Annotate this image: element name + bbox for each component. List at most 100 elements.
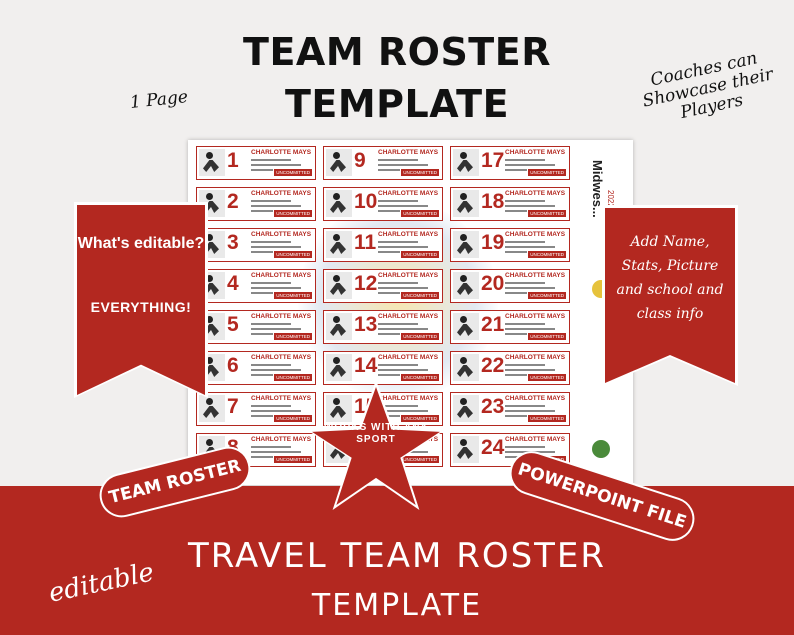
detail-line: [251, 405, 291, 407]
left-ribbon: What's editable? EVERYTHING!: [77, 205, 205, 395]
detail-line: [505, 205, 555, 207]
detail-line: [378, 405, 418, 407]
detail-line: [378, 364, 418, 366]
detail-line: [505, 200, 545, 202]
detail-line: [378, 323, 418, 325]
player-photo-icon: [453, 436, 479, 463]
footer-title-line-1: TRAVEL TEAM ROSTER: [187, 536, 607, 576]
player-name: CHARLOTTE MAYS: [378, 190, 439, 197]
detail-line: [251, 456, 273, 458]
player-name: CHARLOTTE MAYS: [251, 231, 312, 238]
player-number: 6: [227, 354, 239, 377]
commit-status-badge: UNCOMMITTED: [528, 292, 566, 299]
detail-line: [251, 333, 273, 335]
player-photo-icon: [453, 395, 479, 422]
detail-line: [505, 405, 545, 407]
detail-line: [251, 251, 273, 253]
player-name: CHARLOTTE MAYS: [378, 272, 439, 279]
commit-status-badge: UNCOMMITTED: [401, 210, 439, 217]
player-number: 3: [227, 231, 239, 254]
detail-line: [251, 292, 273, 294]
commit-status-badge: UNCOMMITTED: [528, 415, 566, 422]
player-name: CHARLOTTE MAYS: [378, 231, 439, 238]
player-name: CHARLOTTE MAYS: [251, 313, 312, 320]
player-name: CHARLOTTE MAYS: [378, 354, 439, 361]
detail-line: [251, 282, 291, 284]
detail-line: [505, 210, 527, 212]
player-photo-icon: [453, 190, 479, 217]
commit-status-badge: UNCOMMITTED: [274, 456, 312, 463]
detail-line: [505, 169, 527, 171]
player-photo-icon: [326, 395, 352, 422]
footer-title-line-2: TEMPLATE: [311, 588, 483, 623]
everything-text: EVERYTHING!: [90, 299, 192, 315]
player-photo-icon: [326, 190, 352, 217]
detail-line: [251, 246, 301, 248]
detail-line: [378, 164, 428, 166]
right-ribbon: Add Name, Stats, Picture and school and …: [605, 208, 735, 383]
player-name: CHARLOTTE MAYS: [505, 190, 566, 197]
detail-line: [251, 328, 301, 330]
player-name: CHARLOTTE MAYS: [505, 313, 566, 320]
commit-status-badge: UNCOMMITTED: [401, 251, 439, 258]
detail-line: [505, 328, 555, 330]
star-badge: WORKS WITH ANY SPORT: [306, 380, 446, 510]
detail-line: [378, 369, 428, 371]
detail-line: [251, 369, 301, 371]
detail-line: [378, 282, 418, 284]
commit-status-badge: UNCOMMITTED: [274, 374, 312, 381]
detail-line: [505, 246, 555, 248]
detail-line: [505, 364, 545, 366]
player-number: 23: [481, 395, 505, 418]
player-photo-icon: [453, 231, 479, 258]
player-name: CHARLOTTE MAYS: [251, 272, 312, 279]
sponsor-logo-icon: [592, 440, 610, 458]
detail-line: [378, 415, 400, 417]
add-info-text: Add Name, Stats, Picture and school and …: [616, 234, 724, 322]
detail-line: [505, 287, 555, 289]
commit-status-badge: UNCOMMITTED: [274, 169, 312, 176]
detail-line: [378, 287, 428, 289]
detail-line: [378, 241, 418, 243]
whats-editable-text: What's editable?: [77, 235, 205, 252]
detail-line: [378, 374, 400, 376]
detail-line: [505, 282, 545, 284]
player-name: CHARLOTTE MAYS: [251, 149, 312, 156]
star-badge-text: WORKS WITH ANY SPORT: [323, 422, 429, 445]
detail-line: [505, 159, 545, 161]
team-name: Midwes...: [590, 160, 605, 218]
detail-line: [378, 169, 400, 171]
roster-year: 2022: [606, 190, 615, 208]
commit-status-badge: UNCOMMITTED: [528, 251, 566, 258]
player-number: 10: [354, 190, 378, 213]
detail-line: [505, 323, 545, 325]
player-number: 2: [227, 190, 239, 213]
detail-line: [251, 169, 273, 171]
commit-status-badge: UNCOMMITTED: [401, 333, 439, 340]
detail-line: [251, 210, 273, 212]
detail-line: [378, 205, 428, 207]
player-number: 17: [481, 149, 505, 172]
player-name: CHARLOTTE MAYS: [505, 231, 566, 238]
detail-line: [251, 374, 273, 376]
commit-status-badge: UNCOMMITTED: [401, 456, 439, 463]
player-number: 14: [354, 354, 378, 377]
detail-line: [378, 251, 400, 253]
detail-line: [251, 164, 301, 166]
detail-line: [251, 241, 291, 243]
commit-status-badge: UNCOMMITTED: [274, 415, 312, 422]
detail-line: [251, 410, 301, 412]
